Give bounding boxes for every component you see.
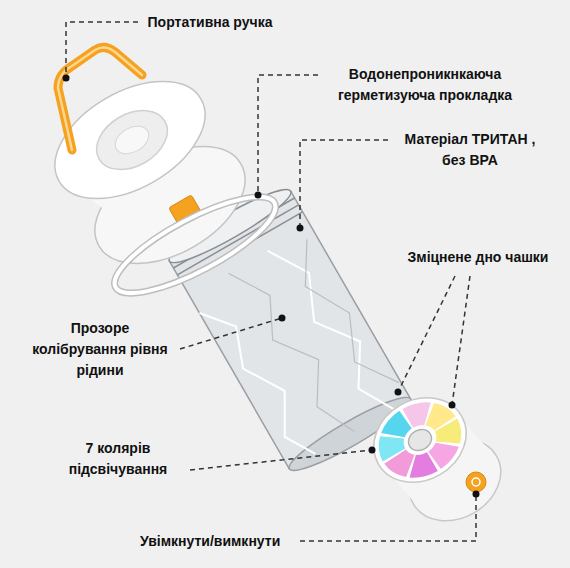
leader-line: [66, 22, 138, 78]
leader-dot: [449, 402, 456, 409]
leader-line: [300, 494, 476, 541]
leader-line: [180, 318, 282, 349]
light-segment: [382, 403, 459, 476]
leader-line: [398, 276, 455, 392]
glass-facet: [285, 235, 399, 399]
base-top: [358, 381, 481, 498]
leader-dot: [279, 315, 286, 322]
leader-dot: [63, 75, 70, 82]
callout-label: Портативна ручка: [148, 12, 273, 33]
leader-line: [258, 75, 318, 195]
callout-label: Прозоре колібрування рівня рідини: [26, 318, 174, 381]
leader-line: [452, 276, 470, 405]
light-segment: [382, 403, 459, 476]
light-segment: [382, 403, 459, 476]
base: [358, 381, 515, 537]
callout-label: Увімкнути/вимкнути: [140, 531, 280, 552]
lid-top: [35, 57, 225, 222]
light-segment: [382, 403, 459, 476]
light-segment: [382, 403, 459, 476]
callout-label: Водонепроникнкаюча герметизуюча прокладк…: [325, 64, 525, 106]
callout-label: Зміцнене дно чашки: [408, 247, 549, 268]
leader-line: [300, 140, 388, 228]
light-segment: [382, 403, 459, 476]
lid-spout: [86, 98, 178, 181]
power-icon: [472, 478, 480, 486]
leader-dot: [255, 192, 262, 199]
gasket-ring: [103, 180, 286, 310]
glass-facet: [228, 256, 358, 447]
light-segment: [382, 403, 459, 476]
callout-label: Матеріал ТРИТАН , без BPA: [395, 129, 545, 171]
leader-dot: [297, 225, 304, 232]
lid-spout-inner: [110, 121, 153, 160]
handle-highlight: [58, 47, 142, 150]
leader-dot: [395, 389, 402, 396]
handle: [58, 47, 142, 150]
gasket-shadow: [103, 180, 286, 310]
leader-line: [190, 450, 372, 470]
callout-label: 7 колярів підсвічування: [53, 438, 183, 480]
light-segment: [382, 403, 459, 476]
light-center: [405, 425, 436, 454]
power-button: [466, 472, 486, 492]
leader-dot: [369, 447, 376, 454]
glass-facet: [199, 296, 319, 469]
light-ring: [382, 403, 459, 476]
glass-facet: [267, 233, 397, 424]
leader-dot: [473, 491, 480, 498]
